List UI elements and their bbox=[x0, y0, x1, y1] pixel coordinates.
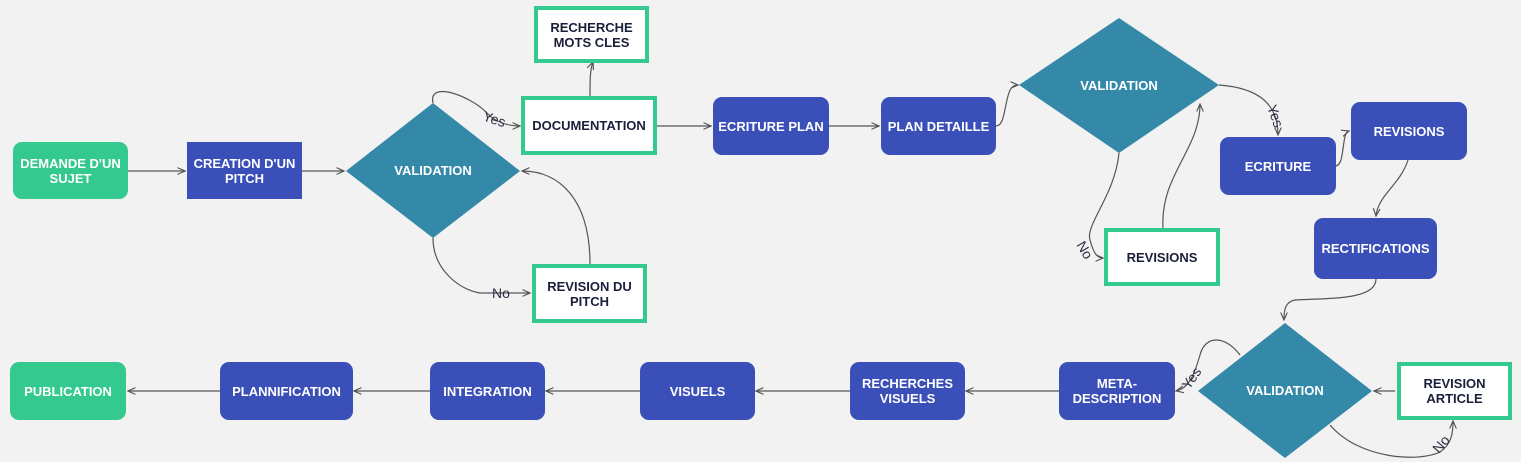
ecriture-plan-node[interactable]: ECRITURE PLAN bbox=[713, 97, 829, 155]
revision-article-node[interactable]: REVISION ARTICLE bbox=[1397, 362, 1512, 420]
edge-plan-validation2 bbox=[995, 85, 1018, 127]
recherches-visuels-node[interactable]: RECHERCHES VISUELS bbox=[850, 362, 965, 420]
recherche-mots-cles-node[interactable]: RECHERCHE MOTS CLES bbox=[534, 6, 649, 63]
edge-revision-validation1 bbox=[522, 171, 591, 265]
edge-documentation-recherche bbox=[590, 62, 593, 97]
revision-pitch-node[interactable]: REVISION DU PITCH bbox=[532, 264, 647, 323]
edge-validation3-meta bbox=[1176, 339, 1241, 391]
integration-node[interactable]: INTEGRATION bbox=[430, 362, 545, 420]
creation-pitch-node[interactable]: CREATION D'UN PITCH bbox=[187, 142, 302, 199]
demande-sujet-node[interactable]: DEMANDE D'UN SUJET bbox=[13, 142, 128, 199]
edge-validation1-revision bbox=[432, 237, 530, 293]
edge-validation2-no bbox=[1088, 152, 1120, 258]
documentation-node[interactable]: DOCUMENTATION bbox=[521, 96, 657, 155]
edge-rectifications-validation3 bbox=[1284, 278, 1377, 320]
meta-description-node[interactable]: META-DESCRIPTION bbox=[1059, 362, 1175, 420]
publication-node[interactable]: PUBLICATION bbox=[10, 362, 126, 420]
ecriture-node[interactable]: ECRITURE bbox=[1220, 137, 1336, 195]
edge-validation3-no bbox=[1329, 421, 1453, 458]
plan-detaille-node[interactable]: PLAN DETAILLE bbox=[881, 97, 996, 155]
validation-diamond-2[interactable] bbox=[1019, 18, 1219, 153]
revisions-node-1[interactable]: REVISIONS bbox=[1104, 228, 1220, 286]
rectifications-node[interactable]: RECTIFICATIONS bbox=[1314, 218, 1437, 279]
plannification-node[interactable]: PLANNIFICATION bbox=[220, 362, 353, 420]
revisions-node-2[interactable]: REVISIONS bbox=[1351, 102, 1467, 160]
edge-ecriture-revisions2 bbox=[1334, 131, 1349, 167]
validation-diamond-1[interactable] bbox=[346, 103, 520, 238]
edge-validation1-documentation bbox=[432, 91, 520, 126]
edge-label-no-1: No bbox=[492, 285, 510, 301]
edge-revisions1-validation2 bbox=[1162, 104, 1200, 229]
visuels-node[interactable]: VISUELS bbox=[640, 362, 755, 420]
edge-revisions2-rectifications bbox=[1376, 159, 1409, 216]
validation-diamond-3[interactable] bbox=[1198, 323, 1372, 458]
edge-validation2-ecriture bbox=[1218, 84, 1278, 135]
